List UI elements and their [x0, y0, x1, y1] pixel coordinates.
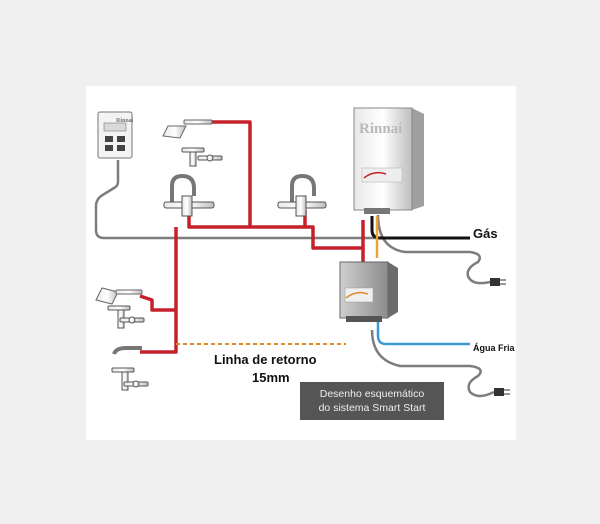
shower-head-icon	[162, 119, 213, 139]
cables	[94, 160, 495, 398]
heater-brand-logo: Rinnai	[359, 121, 403, 137]
controller-brand-logo: Rinnai	[116, 118, 134, 124]
return-line-label: Linha de retorno	[214, 352, 317, 367]
shower-head-icon	[95, 287, 143, 305]
cold-water-pipe	[376, 318, 470, 346]
electric-plug-icon	[494, 388, 510, 396]
electric-plug-icon	[490, 278, 506, 286]
controller-icon	[97, 111, 133, 159]
valve-icon	[181, 147, 223, 167]
water-heater-icon	[353, 107, 424, 214]
caption-line-2: do sistema Smart Start	[318, 402, 426, 414]
valve-icon	[107, 305, 145, 329]
agua-fria-label: Água Fria	[473, 343, 515, 353]
caption-box: Desenho esquemático do sistema Smart Sta…	[300, 382, 444, 420]
gas-label: Gás	[473, 226, 498, 241]
caption-line-1: Desenho esquemático	[319, 388, 425, 400]
gas-pipe	[370, 216, 470, 240]
return-line-size-label: 15mm	[252, 370, 290, 385]
smart-start-pump-icon	[339, 261, 398, 322]
valve-icon	[111, 367, 149, 391]
faucet-icon	[112, 173, 316, 355]
diagram-panel	[86, 86, 516, 440]
hot-water-pipes	[139, 120, 365, 354]
faucet-handles	[163, 195, 327, 217]
